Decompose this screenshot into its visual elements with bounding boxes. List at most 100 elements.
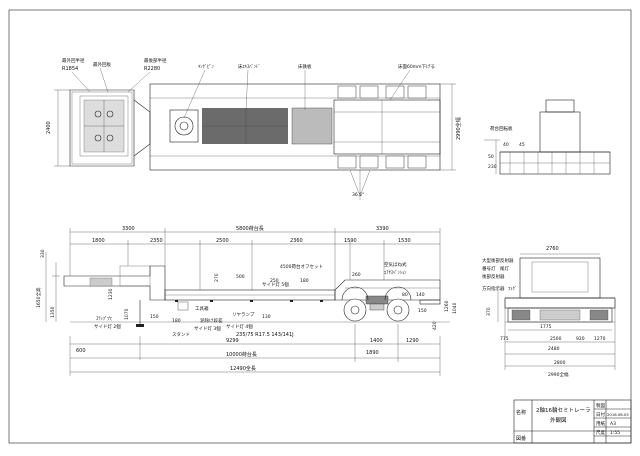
- label-outer-radius: 最外回半径: [62, 57, 85, 64]
- rear-dim-i: 1270: [594, 336, 606, 342]
- rear-dim-d: 2480: [548, 346, 560, 352]
- dim-front-width: 2400: [46, 121, 52, 134]
- dim-h10: 180: [300, 278, 309, 284]
- rear-label-rear-reflector: 後部反射器: [482, 273, 505, 280]
- rear-label-lamp-front: 大型後部反射器: [482, 257, 514, 264]
- label-tire-spec: 235/75 R17.5 143/141J: [236, 332, 294, 338]
- label-side-lamp-left: サイド灯 2個: [94, 323, 121, 330]
- rear-dim-b: 1775: [540, 324, 552, 330]
- dim-bottom-7: 12490全長: [230, 365, 256, 372]
- detail-title: 荷台回転板: [490, 125, 513, 132]
- title-drawing-no-label: 図番: [516, 435, 526, 442]
- dim-bottom-3: 1400: [370, 338, 383, 344]
- rear-label-fog: ﾌｫｸﾞ: [508, 285, 517, 292]
- rear-dim-a: 370: [486, 307, 492, 316]
- rear-dim-h: 920: [576, 336, 585, 342]
- dim-h11: 260: [352, 272, 361, 278]
- dim-bottom-4: 1890: [366, 350, 379, 356]
- dim-top-seg1: 3300: [122, 226, 135, 232]
- dim-h9: 250: [270, 278, 279, 284]
- title-author-label: 製図: [596, 402, 605, 409]
- label-side-lamp-right: サイド灯 4個: [226, 323, 253, 330]
- label-air-suspension: 空気ばね式: [384, 261, 407, 268]
- dim-h4: 1230: [108, 288, 114, 300]
- label-tool-box: 工具箱: [195, 305, 209, 312]
- dim-h20: 150: [418, 308, 427, 314]
- label-fender-step: 泥除け段差: [200, 317, 223, 324]
- dim-h16: 130: [262, 314, 271, 320]
- detail-ref-3: 50: [488, 154, 494, 160]
- dim-top-seg3: 3390: [376, 226, 389, 232]
- dim-row2-4: 1590: [344, 238, 357, 244]
- detail-ref-1: 40: [503, 142, 509, 148]
- label-rear-radius: 最後部半径: [144, 57, 167, 64]
- title-scale-label: 尺度: [596, 429, 605, 436]
- label-step: ｽﾃｯﾌﾟ穴: [96, 315, 112, 322]
- dim-h8: 500: [236, 274, 245, 280]
- rear-label-tail-lamp: 尾灯: [500, 265, 509, 272]
- label-stand: スタンド: [172, 331, 190, 338]
- label-load-offset: 4500荷台オフセット: [280, 263, 323, 270]
- dim-h13: 1040: [452, 302, 458, 314]
- wheel-rear: [386, 298, 410, 322]
- rear-dim-e: 2800: [554, 360, 566, 366]
- dim-bottom-5: 1290: [406, 338, 419, 344]
- dim-h1: 330: [40, 249, 46, 258]
- label-rear-radius-value: R2280: [144, 66, 160, 72]
- detail-ref-4: 230: [488, 164, 497, 170]
- rear-dim-c: 2500: [550, 336, 562, 342]
- title-scale-value: 1:55: [610, 430, 620, 436]
- dim-h2: 1650全高: [35, 287, 42, 308]
- dim-bottom-2: 9299: [226, 338, 239, 344]
- dim-h12: 1260: [444, 300, 450, 312]
- dim-h19: 180: [172, 318, 181, 324]
- dim-h15: 150: [150, 314, 159, 320]
- wheel-front: [343, 298, 367, 322]
- label-deck-extension: 床ｴｷｽﾊﾟﾝﾄﾞ: [238, 63, 261, 70]
- title-date-label: 日付: [596, 411, 605, 418]
- title-date-value: 2016.08.05: [607, 412, 629, 417]
- dim-rear-angle: 36.5°: [352, 192, 364, 198]
- label-air-suspension-2: ｴｱｻｽﾍﾟﾝｼｮﾝ: [384, 269, 407, 276]
- label-outer-radius-value: R1854: [62, 66, 78, 72]
- label-bogie-plate: 最外回板: [93, 61, 111, 68]
- sheet-border: [8, 9, 632, 444]
- rear-view: [497, 253, 616, 370]
- dim-row2-5: 1530: [398, 238, 411, 244]
- dim-row2-1: 2350: [150, 238, 163, 244]
- top-view: [54, 67, 456, 200]
- rear-label-direction-lamp: 方向指示器: [482, 285, 505, 292]
- label-side-lamp-top: サイド灯 5個: [262, 281, 289, 288]
- dim-bottom-6: 10000荷台長: [226, 351, 257, 358]
- title-block: [513, 399, 632, 444]
- dim-h17: 80: [402, 292, 408, 298]
- side-lamps: [175, 300, 323, 302]
- rear-label-number-plate: 番号灯: [482, 265, 496, 272]
- dim-top-seg2: 5800荷台長: [236, 225, 264, 232]
- label-lowered-floor: 床面60mm下げる: [398, 63, 435, 70]
- dim-row2-0: 1800: [92, 238, 105, 244]
- title-paper-label: 用紙: [596, 420, 605, 427]
- label-side-lamp-mid: サイド灯 3個: [194, 325, 221, 332]
- title-drawing-line2: 外観図: [550, 416, 567, 424]
- rear-dim-g: 775: [500, 336, 509, 342]
- dim-row2-3: 2360: [290, 238, 303, 244]
- rear-dim-f: 2990全幅: [548, 371, 569, 378]
- rear-dim-top: 2760: [546, 246, 559, 252]
- dim-h3: 1350: [50, 306, 56, 318]
- label-kingpin: ｷﾝｸﾞﾋﾟﾝ: [198, 63, 214, 70]
- label-rear-ramp: リヤランプ: [232, 312, 255, 318]
- dim-bottom-1: 600: [76, 348, 86, 354]
- title-paper-value: A3: [610, 421, 616, 427]
- dim-row2-2: 2500: [216, 238, 229, 244]
- label-floor-plate: 床鉄板: [298, 63, 312, 70]
- dim-h18: 140: [416, 292, 425, 298]
- title-drawing-line1: 2軸16輪セミトレーラ: [536, 406, 591, 414]
- front-bolster-pattern: [83, 99, 125, 153]
- title-name-label: 名称: [516, 409, 526, 416]
- dim-h5: 1070: [124, 308, 130, 320]
- detail-view: [484, 99, 611, 175]
- detail-ref-2: 45: [519, 142, 525, 148]
- dim-h14: 420: [432, 321, 438, 330]
